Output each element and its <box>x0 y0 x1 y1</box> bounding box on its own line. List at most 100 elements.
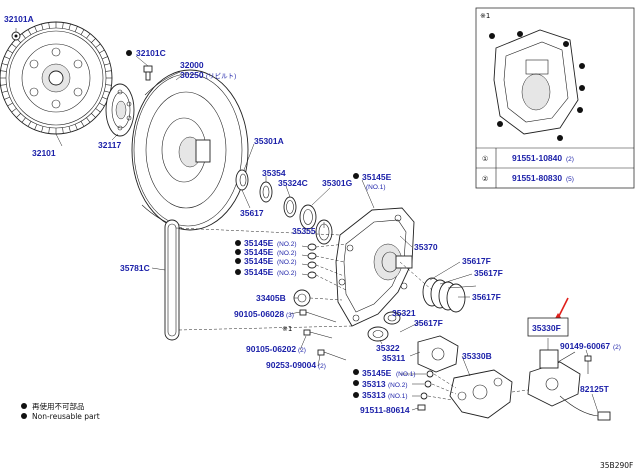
flywheel-tooth <box>91 113 96 118</box>
inset-row-1-part[interactable]: 91551-10840 <box>512 153 562 163</box>
label-no2-2: (NO.2) <box>277 250 297 257</box>
label-mark-x1: ※1 <box>282 325 292 333</box>
label-90105-06202-qty: (2) <box>298 347 306 354</box>
label-35145e-2[interactable]: 35145E <box>244 247 274 257</box>
inset-pump-drawing <box>493 29 579 135</box>
label-32101c[interactable]: 32101C <box>136 48 166 58</box>
label-33405b[interactable]: 33405B <box>256 293 286 303</box>
flywheel-tooth <box>0 84 7 86</box>
flywheel-tooth <box>80 121 85 127</box>
stator-35321 <box>383 311 401 325</box>
label-35301a[interactable]: 35301A <box>254 136 284 146</box>
label-35330b[interactable]: 35330B <box>462 351 492 361</box>
inset-row-2-part[interactable]: 91551-80830 <box>512 173 562 183</box>
flywheel-tooth <box>27 29 32 35</box>
flywheel-tooth <box>105 84 112 86</box>
flywheel-tooth <box>102 56 108 60</box>
label-35313-1[interactable]: 35313 <box>362 379 386 389</box>
label-90149-60067[interactable]: 90149-60067 <box>560 341 610 351</box>
flywheel-tooth <box>105 70 112 72</box>
flywheel-tooth <box>4 96 10 100</box>
oil-pump-body-35370 <box>335 207 415 327</box>
label-82125t[interactable]: 82125T <box>580 384 610 394</box>
label-35321[interactable]: 35321 <box>392 308 416 318</box>
label-90253-09004[interactable]: 90253-09004 <box>266 360 316 370</box>
label-32101a[interactable]: 32101A <box>4 14 34 24</box>
label-35145e-b-note: (NO.1) <box>396 371 416 378</box>
bottom-bolts <box>417 370 434 411</box>
label-35145e-1[interactable]: 35145E <box>244 238 274 248</box>
label-35617f-3[interactable]: 35617F <box>472 292 501 302</box>
label-90105-06028-qty: (3) <box>286 312 294 319</box>
label-32000[interactable]: 32000 <box>180 60 204 70</box>
bolts-90105 <box>299 309 347 361</box>
flywheel-tooth <box>104 63 111 66</box>
flywheel-tooth <box>21 117 26 123</box>
diagram-code: 35B290F <box>600 461 633 470</box>
flywheel-tooth <box>21 33 26 39</box>
oil-seal-35301a <box>235 169 249 191</box>
label-35324c[interactable]: 35324C <box>278 178 308 188</box>
seal-35301g <box>299 204 317 230</box>
legend-line-2: Non-reusable part <box>32 412 100 421</box>
flywheel-tooth <box>74 26 78 32</box>
flywheel-tooth <box>86 117 91 123</box>
label-90105-06028[interactable]: 90105-06028 <box>234 309 284 319</box>
flywheel-tooth <box>1 90 8 93</box>
stator-35322 <box>367 326 389 342</box>
label-91511-80614[interactable]: 91511-80614 <box>360 405 410 415</box>
label-35145e-top[interactable]: 35145E <box>362 172 392 182</box>
flywheel-tooth <box>95 43 101 48</box>
flywheel-tooth <box>7 102 13 107</box>
label-no2-1: (NO.2) <box>277 241 297 248</box>
label-32117[interactable]: 32117 <box>98 140 121 150</box>
flywheel-tooth <box>34 26 38 32</box>
flywheel-tooth <box>68 126 71 133</box>
label-35145e-b[interactable]: 35145E <box>362 368 392 378</box>
label-35617[interactable]: 35617 <box>240 208 264 218</box>
label-35617f-2[interactable]: 35617F <box>474 268 503 278</box>
wire-harness-82125t <box>559 395 611 421</box>
label-35301g[interactable]: 35301G <box>322 178 353 188</box>
part-labels: 32101A 32101 32101C 32117 32000 30250 (リ… <box>4 14 633 470</box>
dowel-32101a <box>11 31 21 41</box>
label-35355[interactable]: 35355 <box>292 226 316 236</box>
flywheel-tooth <box>99 49 105 54</box>
flywheel-tooth <box>4 56 10 60</box>
assembly-dashed-lines <box>175 227 529 401</box>
inset-bolt-marker <box>579 85 585 91</box>
solenoid-35330f <box>527 349 581 407</box>
bolt-90149-60067 <box>584 355 592 374</box>
inset-bolt-marker <box>579 63 585 69</box>
flywheel-tooth <box>1 63 8 66</box>
flywheel-tooth <box>41 23 44 30</box>
label-35354[interactable]: 35354 <box>262 168 286 178</box>
drive-plate-32101 <box>0 21 113 135</box>
legend: 再使用不可部品 Non-reusable part <box>32 401 100 421</box>
label-35617f-1[interactable]: 35617F <box>462 256 491 266</box>
body-35311 <box>417 335 459 373</box>
chain-35781c <box>164 219 180 341</box>
label-35311[interactable]: 35311 <box>382 353 405 363</box>
label-90105-06202[interactable]: 90105-06202 <box>246 344 296 354</box>
label-35145e-4[interactable]: 35145E <box>244 267 274 277</box>
leader-lines <box>15 28 599 413</box>
label-35145e-3[interactable]: 35145E <box>244 256 274 266</box>
label-35322[interactable]: 35322 <box>376 343 400 353</box>
flywheel-tooth <box>74 124 78 130</box>
label-35370[interactable]: 35370 <box>414 242 438 252</box>
flywheel-tooth <box>48 22 50 29</box>
label-35330f[interactable]: 35330F <box>532 323 561 333</box>
inset-row-1-qty: (2) <box>566 156 574 163</box>
flywheel-tooth <box>11 43 17 48</box>
inset-row-1-num: ① <box>482 155 488 163</box>
flywheel-tooth <box>62 22 64 29</box>
label-30250[interactable]: 30250 <box>180 70 204 80</box>
label-35617f-4[interactable]: 35617F <box>414 318 443 328</box>
inset-bolt-marker <box>557 135 563 141</box>
label-35313-2[interactable]: 35313 <box>362 390 386 400</box>
label-35781c[interactable]: 35781C <box>120 263 150 273</box>
label-32101[interactable]: 32101 <box>32 148 56 158</box>
seal-35354 <box>259 181 273 203</box>
flywheel-tooth <box>62 127 64 134</box>
